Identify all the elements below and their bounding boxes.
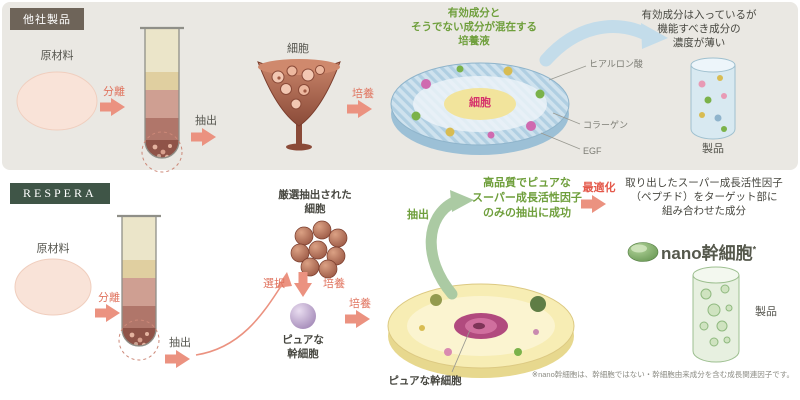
extract-label-top: 抽出 [195,115,217,127]
culture-label-bottom: 培養 [349,298,371,310]
raw-material-label-bottom: 原材料 [36,243,70,255]
competitor-tag: 他社製品 [10,8,84,30]
selected-cells-label: 厳選抽出された 細胞 [278,189,352,216]
culture-label-mid: 培養 [323,278,345,290]
funnel-with-cells [257,59,341,151]
swoosh-arrow-blue [539,20,668,67]
extract-arrow-bottom [165,350,190,368]
pure-dish-pointer-line [451,329,471,373]
callout-lines [540,65,587,150]
dish-cells-label-top: 細胞 [469,97,491,109]
combine-note: 取り出したスーパー成長活性因子 （ペプチド）をターゲット部に 組み合わせた成分 [625,177,783,218]
raw-material-blob-top [16,71,98,131]
swoosh-arrow-green [425,190,474,300]
culture-arrow-bottom [345,310,370,328]
petri-dish-mixed [390,62,570,155]
test-tube-top [140,26,184,173]
raw-material-blob-bottom [14,258,92,316]
nano-text: nano幹細胞 [661,244,753,263]
callout-egf-label: EGF [583,146,602,156]
separate-arrow-bottom [95,304,120,322]
nano-stemcell-wordmark: nano幹細胞* [661,239,756,264]
success-note: 高品質でピュアな スーパー成長活性因子 のみの抽出に成功 [472,177,582,219]
extract-label-green: 抽出 [407,209,429,221]
nano-stemcell-icon [627,242,659,262]
optimize-label: 最適化 [582,182,616,194]
footnote: ※nano幹細胞は、幹細胞ではない・幹細胞由来成分を含む成長関連因子です。 [531,370,794,379]
product-vial-top [690,57,736,140]
callout-hyaluronic-label: ヒアルロン酸 [589,59,643,69]
petri-dish-pure [387,283,575,378]
product-label-top: 製品 [702,143,724,155]
raw-material-label-top: 原材料 [40,50,74,62]
selected-cell-cluster [290,220,348,279]
callout-collagen-label: コラーゲン [583,120,629,130]
dilute-note: 有効成分は入っているが 機能すべき成分の 濃度が薄い [641,9,757,50]
separate-label-bottom: 分離 [98,292,120,304]
separate-label-top: 分離 [103,86,125,98]
pure-stem-cell-sphere [290,303,316,329]
pure-dish-label: ピュアな幹細胞 [388,375,462,387]
extract-label-bottom: 抽出 [169,337,191,349]
cells-label-top: 細胞 [287,43,309,55]
pure-stem-label: ピュアな 幹細胞 [282,334,324,361]
nano-asterisk: * [752,244,757,255]
culture-label-top: 培養 [352,88,374,100]
select-label: 選択 [263,278,285,290]
respera-tag: RESPERA [10,183,110,204]
product-vial-bottom [692,266,740,363]
mixed-medium-note: 有効成分と そうでない成分が混在する 培養液 [411,7,537,48]
product-label-bottom: 製品 [755,306,777,318]
test-tube-bottom [117,214,161,361]
extract-connector [195,272,292,356]
